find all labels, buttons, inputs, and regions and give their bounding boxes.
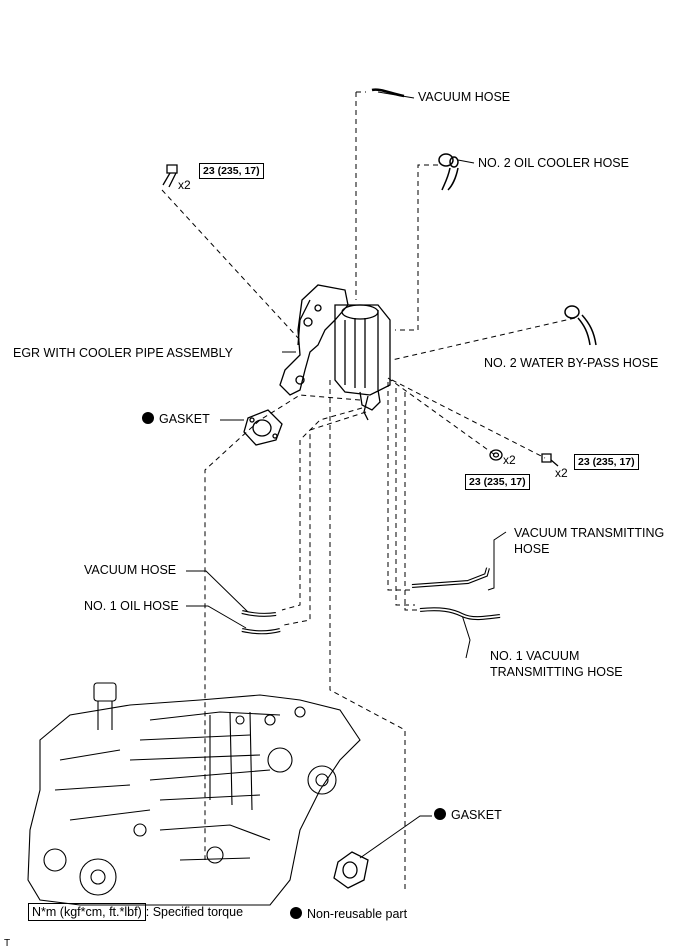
egr-cooler-pipe-assembly-shape	[280, 285, 390, 420]
label-gasket-upper: GASKET	[142, 412, 210, 427]
label-no1-vacuum-transmitting-hose-line2: TRANSMITTING HOSE	[490, 665, 623, 679]
no2-water-bypass-hose-shape	[565, 306, 596, 345]
label-egr-pipe-assembly: EGR WITH COOLER PIPE ASSEMBLY	[13, 346, 233, 360]
engine-shape	[28, 683, 360, 905]
assembly-leader-lines	[162, 92, 575, 890]
torque-spec-nut-middle: 23 (235, 17)	[465, 474, 530, 490]
non-reusable-dot-icon	[142, 412, 154, 424]
legend-torque: N*m (kgf*cm, ft.*lbf): Specified torque	[28, 903, 244, 921]
label-vacuum-transmitting-hose-line2: HOSE	[514, 542, 550, 556]
quantity-bolt-top-left: x2	[178, 178, 191, 192]
legend-non-reusable: Non-reusable part	[290, 907, 407, 922]
non-reusable-dot-icon	[434, 808, 446, 820]
quantity-bolt-right: x2	[555, 466, 568, 480]
label-leader-lines	[186, 92, 506, 858]
non-reusable-dot-icon	[290, 907, 302, 919]
nut-shape	[490, 450, 502, 460]
corner-mark: T	[4, 938, 11, 949]
vacuum-hose-top-shape	[372, 90, 404, 96]
label-no2-oil-cooler-hose: NO. 2 OIL COOLER HOSE	[478, 156, 629, 170]
label-no2-water-bypass-hose: NO. 2 WATER BY-PASS HOSE	[484, 356, 659, 370]
torque-spec-bolt-top-left: 23 (235, 17)	[199, 163, 264, 179]
gasket-lower-shape	[334, 852, 368, 888]
bolt-top-left-shape	[163, 165, 177, 187]
legend-torque-desc: : Specified torque	[145, 905, 244, 919]
bolt-right-shape	[542, 454, 558, 466]
quantity-nut-middle: x2	[503, 453, 516, 467]
legend-torque-unit: N*m (kgf*cm, ft.*lbf)	[28, 903, 146, 921]
label-vacuum-hose-lower: VACUUM HOSE	[84, 563, 177, 577]
label-gasket-lower: GASKET	[434, 808, 502, 823]
label-vacuum-hose-top: VACUUM HOSE	[418, 90, 511, 104]
label-no1-vacuum-transmitting-hose-line1: NO. 1 VACUUM	[490, 649, 580, 663]
label-vacuum-transmitting-hose-line1: VACUUM TRANSMITTING	[514, 526, 665, 540]
no2-oil-cooler-hose-shape	[439, 154, 458, 190]
label-no1-oil-hose: NO. 1 OIL HOSE	[84, 599, 179, 613]
gasket-upper-shape	[244, 410, 282, 445]
torque-spec-bolt-right: 23 (235, 17)	[574, 454, 639, 470]
